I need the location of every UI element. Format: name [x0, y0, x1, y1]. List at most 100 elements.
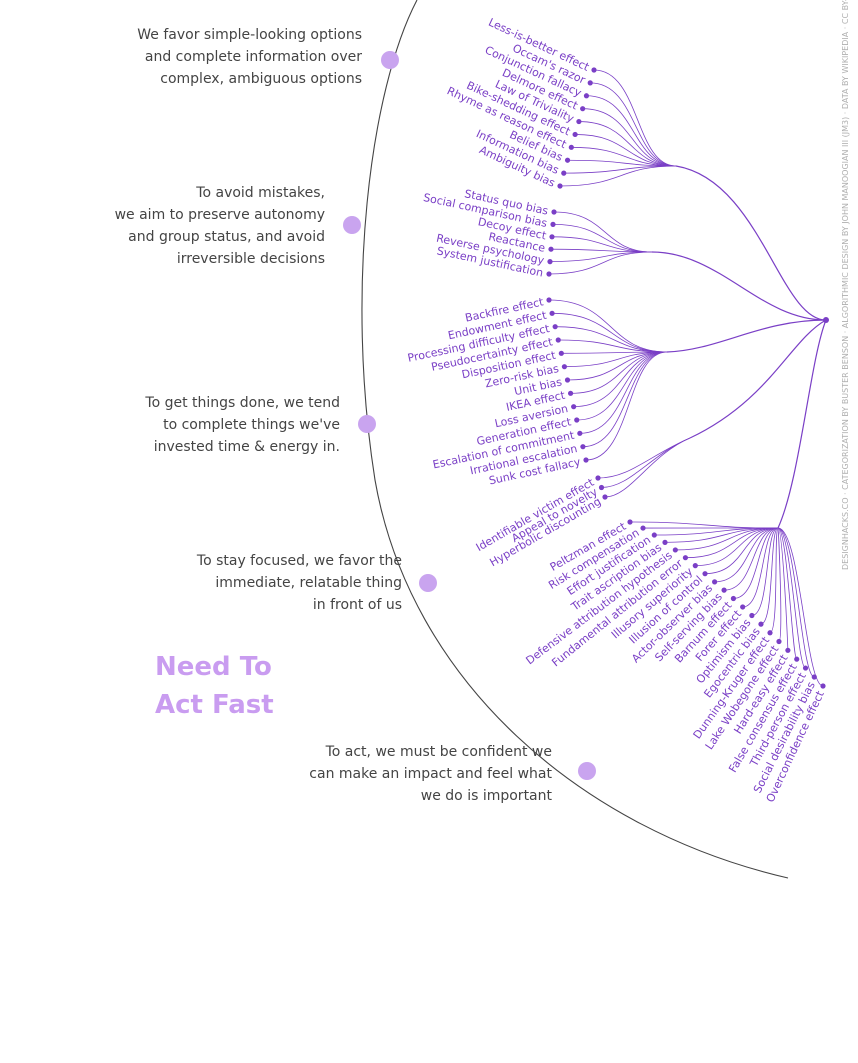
bias-connector [742, 527, 779, 608]
note-dot [358, 415, 376, 433]
note-act-confident: To act, we must be confident we can make… [309, 741, 552, 807]
bias-dot [583, 93, 590, 99]
note-simple-options: We favor simple-looking options and comp… [137, 24, 362, 90]
bias-connector [582, 108, 677, 167]
bias-dot [794, 656, 800, 662]
bias-connector [593, 69, 677, 167]
bias-connector [582, 351, 668, 448]
bias-connector [777, 527, 782, 642]
note-line: irreversible decisions [176, 251, 325, 267]
bias-connector [601, 437, 691, 488]
note-line: invested time & energy in. [153, 439, 340, 455]
bias-dot [564, 157, 571, 163]
bias-dot [811, 674, 817, 680]
bias-connector [550, 248, 653, 253]
bias-dot [558, 350, 564, 356]
bias-dot [550, 221, 556, 227]
bias-connector [585, 351, 668, 461]
bias-connector [675, 527, 779, 551]
bias-dot [692, 563, 698, 569]
bias-connector [695, 527, 779, 567]
note-line: complex, ambiguous options [160, 71, 362, 87]
bias-dot [571, 404, 577, 410]
bias-dot [577, 430, 583, 436]
bias-connector [559, 165, 677, 187]
bias-connector [548, 251, 653, 275]
bias-connector [579, 351, 668, 434]
bias-connector [604, 437, 691, 498]
section-arc [361, 0, 789, 879]
bias-connector [551, 236, 653, 253]
bias-connector [777, 527, 798, 660]
trunk-curve [675, 165, 827, 321]
bias-dot [662, 539, 668, 545]
bias-connector [561, 351, 668, 354]
bias-dot [721, 587, 727, 593]
note-line: immediate, relatable thing [215, 575, 402, 591]
trunk-curve [666, 319, 827, 353]
bias-dot [602, 494, 608, 500]
note-line: we aim to preserve autonomy [114, 207, 325, 223]
bias-dot [595, 475, 601, 481]
bias-dot [820, 683, 826, 689]
bias-connector [714, 527, 779, 583]
root-dot [823, 317, 829, 323]
bias-connector [564, 351, 668, 368]
bias-dot [549, 234, 555, 240]
bias-connector [555, 326, 668, 353]
note-line: To stay focused, we favor the [196, 553, 402, 569]
bias-dot [567, 390, 574, 396]
bias-dot [552, 324, 558, 330]
bias-connector [586, 95, 677, 167]
bias-connector [570, 351, 668, 394]
bias-connector [777, 527, 806, 669]
bias-connector [733, 527, 779, 599]
bias-connector [575, 134, 677, 167]
trunk-curve [651, 251, 827, 321]
bias-dot [776, 638, 782, 645]
bias-dot [587, 80, 593, 86]
note-line: and complete information over [144, 49, 362, 65]
bias-connector [576, 351, 668, 421]
bias-connector [685, 527, 779, 559]
note-dot [381, 51, 399, 69]
bias-dot [557, 183, 563, 189]
bias-connector [567, 351, 668, 381]
note-line: to complete things we've [163, 417, 340, 433]
note-line: To act, we must be confident we [325, 744, 552, 760]
bias-dot [672, 547, 678, 553]
note-line: To get things done, we tend [145, 395, 340, 411]
note-dot [419, 574, 437, 592]
bias-connector [571, 146, 677, 167]
bias-connector [578, 121, 677, 167]
bias-dot [785, 647, 791, 653]
bias-dot [651, 532, 657, 538]
bias-dot [574, 417, 580, 423]
bias-connector [573, 351, 668, 408]
bias-dot [548, 246, 554, 252]
bias-connector [558, 339, 668, 353]
note-get-things-done: To get things done, we tend to complete … [145, 392, 340, 458]
bias-connector [751, 527, 779, 616]
bias-connector [553, 211, 653, 253]
note-dot [578, 762, 596, 780]
bias-dot [730, 595, 737, 602]
bias-dot [546, 271, 552, 277]
note-line: We favor simple-looking options [137, 27, 362, 43]
bias-connector [548, 299, 668, 353]
bias-dot [627, 519, 633, 525]
bias-dot [572, 131, 578, 138]
bias-dot [591, 67, 597, 73]
bias-dot [580, 444, 586, 450]
trunk-curve [777, 319, 827, 529]
bias-dot [547, 259, 553, 265]
bias-dot [555, 337, 561, 343]
bias-dot [583, 457, 589, 463]
bias-dot [546, 297, 552, 303]
bias-dot [682, 555, 689, 561]
bias-dot [802, 665, 809, 671]
bias-dot [640, 525, 646, 531]
bias-dot [551, 209, 557, 215]
bias-dot [561, 170, 567, 176]
